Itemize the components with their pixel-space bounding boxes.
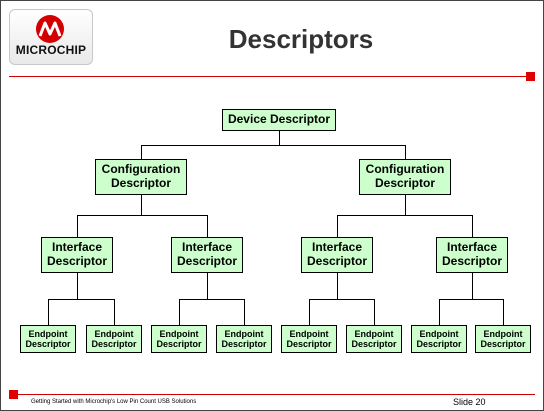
microchip-logo: MICROCHIP [9, 9, 93, 65]
endpoint-descriptor-label: Descriptor [480, 339, 526, 349]
connector [309, 299, 310, 325]
interface-descriptor-label: Descriptor [441, 254, 503, 268]
configuration-descriptor-label: Configuration [101, 162, 181, 177]
endpoint-descriptor-label: Endpoint [419, 328, 459, 339]
connector [207, 273, 208, 299]
configuration-descriptor-label: Descriptor [374, 176, 436, 190]
logo-text: MICROCHIP [15, 43, 87, 57]
microchip-logo-icon [36, 15, 64, 43]
endpoint-descriptor-label: Endpoint [483, 328, 523, 339]
footer-rule-marker [9, 390, 18, 399]
endpoint-descriptor-label: Descriptor [416, 339, 462, 349]
endpoint-descriptor-label: Descriptor [286, 339, 332, 349]
connector [77, 215, 78, 237]
endpoint-descriptor-label: Endpoint [289, 328, 329, 339]
configuration-descriptor-label: Descriptor [110, 176, 172, 190]
connector [141, 145, 142, 159]
header-rule [9, 76, 531, 77]
endpoint-descriptor-label: Descriptor [351, 339, 397, 349]
connector [309, 299, 375, 300]
connector [439, 299, 440, 325]
connector [77, 273, 78, 299]
device-descriptor: Device Descriptor [222, 109, 336, 131]
interface-descriptor-label: Descriptor [46, 254, 108, 268]
endpoint-descriptor-label: Descriptor [25, 339, 71, 349]
footer-caption: Getting Started with Microchip's Low Pin… [31, 399, 197, 405]
connector [244, 299, 245, 325]
slide-number: Slide 20 [453, 397, 486, 407]
connector [141, 195, 142, 215]
endpoint-descriptor-label: Endpoint [94, 328, 134, 339]
connector [439, 299, 504, 300]
connector [48, 299, 115, 300]
endpoint-descriptor-label: Descriptor [91, 339, 137, 349]
connector [179, 299, 180, 325]
configuration-descriptor-label: Configuration [365, 162, 445, 177]
interface-descriptor-label: Interface [181, 240, 233, 255]
connector [77, 215, 208, 216]
endpoint-descriptor-label: Endpoint [224, 328, 264, 339]
connector [374, 299, 375, 325]
connector [207, 215, 208, 237]
connector [337, 215, 338, 237]
interface-descriptor-label: Interface [446, 240, 498, 255]
endpoint-descriptor-label: Descriptor [156, 339, 202, 349]
interface-descriptor-label: Descriptor [176, 254, 238, 268]
slide-title: Descriptors [228, 24, 374, 54]
device-descriptor-label: Device Descriptor [227, 112, 331, 127]
footer-rule [13, 394, 535, 395]
endpoint-descriptor-label: Endpoint [28, 328, 68, 339]
endpoint-descriptor-label: Descriptor [221, 339, 267, 349]
connector [48, 299, 49, 325]
interface-descriptor-label: Interface [51, 240, 103, 255]
connector [141, 145, 406, 146]
interface-descriptor-label: Interface [311, 240, 363, 255]
connector [472, 215, 473, 237]
connector [279, 131, 280, 145]
connector [405, 145, 406, 159]
connector [503, 299, 504, 325]
connector [405, 195, 406, 215]
connector [179, 299, 245, 300]
connector [114, 299, 115, 325]
connector [337, 215, 473, 216]
endpoint-descriptor-label: Endpoint [159, 328, 199, 339]
header-rule-marker [526, 72, 535, 81]
connector [472, 273, 473, 299]
interface-descriptor-label: Descriptor [306, 254, 368, 268]
connector [337, 273, 338, 299]
endpoint-descriptor-label: Endpoint [354, 328, 394, 339]
